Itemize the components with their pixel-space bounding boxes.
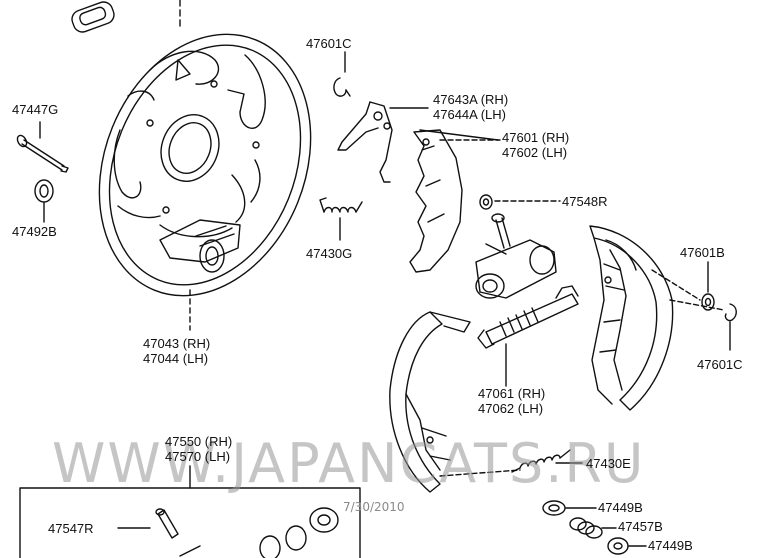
cup-47449B-1 [542,500,566,516]
label-47044: 47044 (LH) [143,351,209,366]
shoe-47601 [409,129,463,273]
clip-47601C-right [724,303,737,322]
plug-part [71,1,115,33]
label-47547R: 47547R [48,521,94,536]
parking-kit-box [19,465,361,558]
nut-47548R [479,194,493,210]
label-47570: 47570 (LH) [165,449,231,464]
piston-kit [179,507,339,558]
lever-47643A [337,101,393,183]
label-47601C-right: 47601C [697,357,743,372]
label-47430E: 47430E [586,456,631,471]
clip-47601C-top [333,77,351,97]
label-47457B: 47457B [618,519,663,534]
label-47548R: 47548R [562,194,608,209]
label-47449B-2: 47449B [648,538,693,553]
bleeder-47547R [155,508,179,539]
label-47601: 47601 (RH) [502,130,570,145]
grommet-47492B [34,179,54,203]
label-47061: 47061 (RH) [478,386,546,401]
wheel-cylinder [475,213,557,299]
backing-plate [98,33,312,297]
cup-47449B-2 [607,537,629,555]
label-47043: 47043 (RH) [143,336,211,351]
label-47447G: 47447G [12,102,59,117]
label-47601B: 47601B [680,245,725,260]
grommet-47601B [701,293,715,311]
label-47430G: 47430G [306,246,353,261]
label-47602: 47602 (LH) [502,145,568,160]
bolt-47447G [16,134,69,173]
brake-shoe-left [389,311,471,493]
label-47601C-top: 47601C [306,36,352,51]
brake-shoe-right [589,225,674,411]
adjuster [477,285,579,349]
label-47492B: 47492B [12,224,57,239]
label-47062: 47062 (LH) [478,401,544,416]
label-47449B-1: 47449B [598,500,643,515]
label-47643A: 47643A (RH) [433,92,509,107]
label-47644A: 47644A (LH) [433,107,506,122]
label-47550: 47550 (RH) [165,434,233,449]
spring-47457B [569,517,603,539]
watermark: WWW.JAPANCATS.RU [52,432,646,495]
spring-47430G [319,197,363,213]
date-stamp: 7/30/2010 [343,500,405,514]
